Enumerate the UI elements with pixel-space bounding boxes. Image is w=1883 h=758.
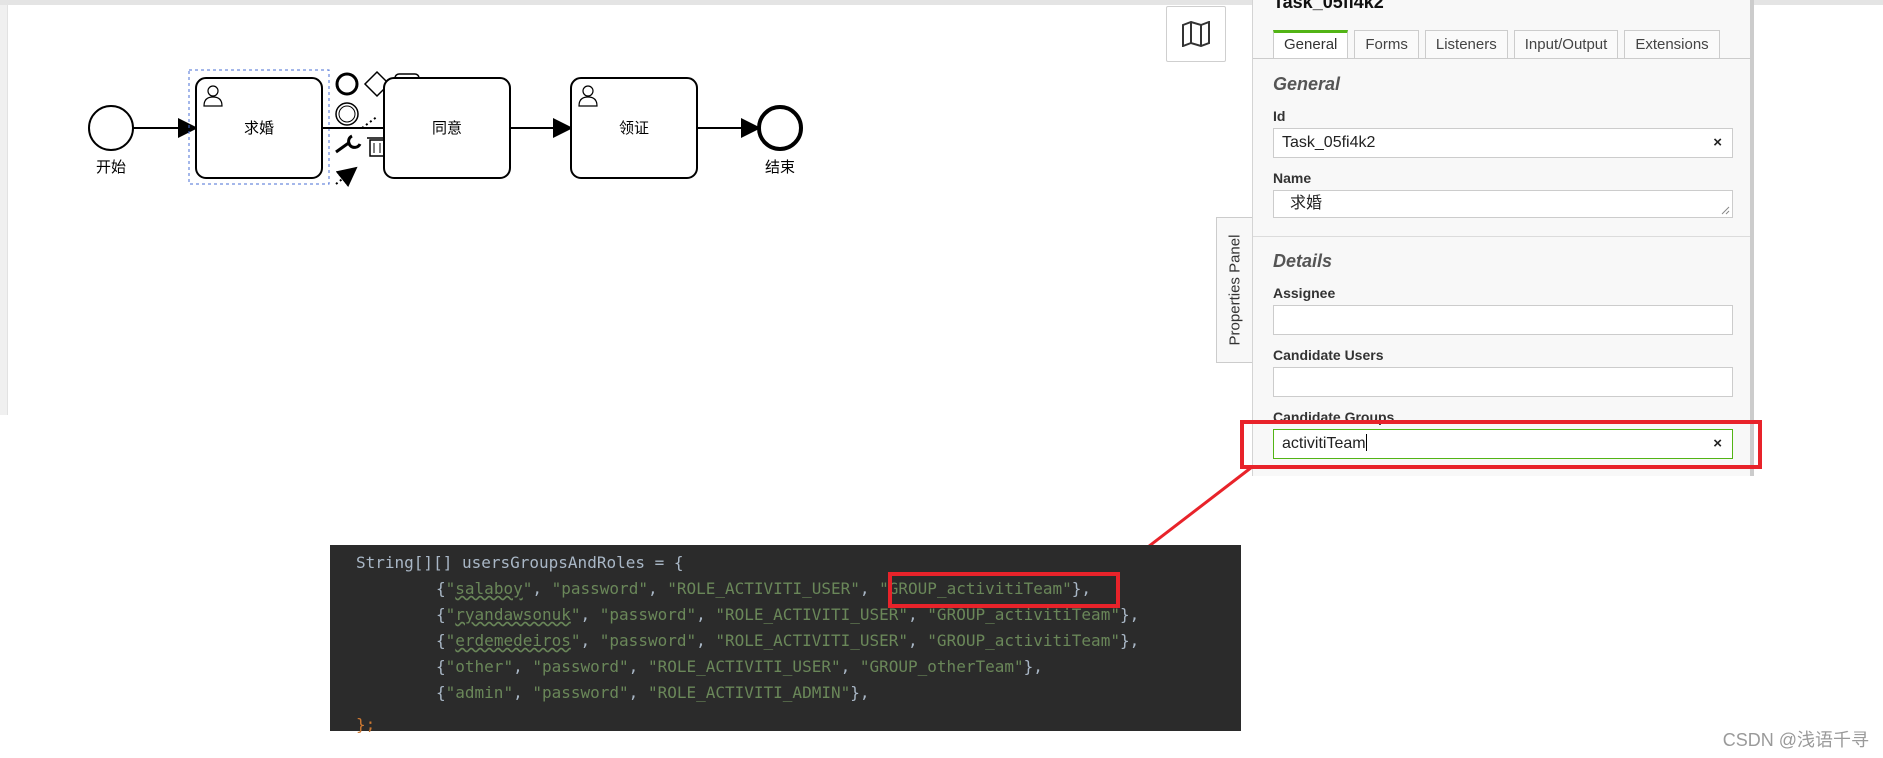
task3-label: 领证	[619, 119, 649, 137]
code-string: "ROLE_ACTIVITI_USER"	[715, 605, 909, 624]
task-selection-outline	[188, 69, 330, 185]
tab-listeners[interactable]: Listeners	[1424, 30, 1508, 58]
general-group-title: General	[1273, 74, 1341, 94]
tabs-divider	[1253, 58, 1750, 59]
code-editor: String[][] usersGroupsAndRoles = { {"sal…	[330, 545, 1241, 734]
properties-panel-toggle[interactable]: Properties Panel	[1216, 217, 1252, 363]
task1-label: 求婚	[244, 119, 274, 137]
tab-extensions[interactable]: Extensions	[1624, 30, 1720, 58]
tab-input-output[interactable]: Input/Output	[1513, 30, 1619, 58]
id-value: Task_05fi4k2	[1282, 134, 1376, 151]
watermark: CSDN @浅语千寻	[1722, 730, 1869, 750]
code-string: "GROUP_activitiTeam"	[927, 605, 1120, 624]
code-string: "password"	[599, 631, 697, 650]
code-string: "password"	[532, 657, 629, 676]
code-string: "admin"	[445, 683, 514, 702]
append-end-event-icon[interactable]	[335, 72, 359, 96]
task2-label: 同意	[432, 119, 462, 137]
name-value: 求婚	[1290, 195, 1323, 212]
end-event[interactable]	[757, 105, 803, 151]
code-string: "other"	[445, 657, 514, 676]
code-string: "ROLE_ACTIVITI_USER"	[647, 657, 841, 676]
code-string: "password"	[532, 683, 629, 702]
code-row: {"admin", "password", "ROLE_ACTIVITI_ADM…	[436, 683, 870, 702]
code-string: "ROLE_ACTIVITI_USER"	[715, 631, 909, 650]
start-event[interactable]	[88, 105, 134, 151]
start-event-label: 开始	[96, 158, 126, 176]
code-string: "GROUP_otherTeam"	[859, 657, 1024, 676]
minimap-toggle-button[interactable]	[1166, 6, 1226, 62]
group-string-highlight	[888, 572, 1120, 608]
clear-id-button[interactable]: ×	[1713, 134, 1722, 151]
panel-tabs: General Forms Listeners Input/Output Ext…	[1273, 30, 1720, 58]
candidate-users-input[interactable]	[1273, 367, 1733, 397]
end-event-label: 结束	[765, 158, 795, 176]
name-label: Name	[1273, 170, 1312, 186]
code-row: {"salaboy", "password", "ROLE_ACTIVITI_U…	[436, 579, 1092, 598]
map-icon	[1182, 21, 1210, 47]
code-line-declaration: String[][] usersGroupsAndRoles = {	[356, 553, 684, 572]
id-field[interactable]: Task_05fi4k2 ×	[1273, 128, 1733, 158]
candidate-users-label: Candidate Users	[1273, 347, 1384, 363]
assignee-input[interactable]	[1273, 305, 1733, 335]
code-row: {"ryandawsonuk", "password", "ROLE_ACTIV…	[436, 605, 1140, 624]
details-group-title: Details	[1273, 251, 1333, 271]
code-string: "password"	[551, 579, 648, 598]
candidate-groups-highlight	[1240, 420, 1762, 469]
code-string: "erdemedeiros"	[445, 631, 581, 650]
wrench-icon[interactable]	[335, 134, 362, 154]
resize-handle-icon[interactable]	[1720, 205, 1730, 215]
code-string: "GROUP_activitiTeam"	[879, 579, 1072, 598]
text-cursor	[1365, 434, 1367, 451]
code-string: "ROLE_ACTIVITI_ADMIN"	[647, 683, 851, 702]
candidate-groups-value: activitiTeam	[1282, 435, 1366, 452]
user-icon	[203, 85, 223, 107]
bpmn-diagram[interactable]: 开始 求婚 同意	[0, 0, 820, 200]
group-divider	[1253, 236, 1750, 237]
connect-arrow-icon[interactable]	[335, 166, 358, 188]
code-row: {"erdemedeiros", "password", "ROLE_ACTIV…	[436, 631, 1140, 650]
name-field[interactable]: 求婚	[1273, 190, 1733, 218]
properties-panel-toggle-label: Properties Panel	[1226, 234, 1243, 346]
candidate-groups-input[interactable]: activitiTeam ×	[1273, 429, 1733, 459]
code-string: "password"	[599, 605, 697, 624]
panel-title: Task_05fi4k2	[1273, 0, 1384, 12]
code-line-closing: };	[356, 715, 376, 734]
canvas-top-border	[0, 0, 1883, 5]
canvas-left-border	[0, 5, 8, 415]
code-string: "GROUP_activitiTeam"	[927, 631, 1120, 650]
tab-general[interactable]: General	[1273, 30, 1349, 58]
code-row: {"other", "password", "ROLE_ACTIVITI_USE…	[436, 657, 1043, 676]
connect-icon[interactable]	[361, 115, 379, 129]
code-string: "ryandawsonuk"	[445, 605, 581, 624]
properties-panel: Task_05fi4k2 General Forms Listeners Inp…	[1252, 0, 1754, 476]
tab-forms[interactable]: Forms	[1354, 30, 1419, 58]
id-label: Id	[1273, 108, 1286, 124]
code-string: "salaboy"	[445, 579, 533, 598]
code-string: "ROLE_ACTIVITI_USER"	[667, 579, 860, 598]
assignee-label: Assignee	[1273, 285, 1336, 301]
user-icon	[578, 85, 598, 107]
clear-candidate-groups-button[interactable]: ×	[1713, 435, 1722, 452]
